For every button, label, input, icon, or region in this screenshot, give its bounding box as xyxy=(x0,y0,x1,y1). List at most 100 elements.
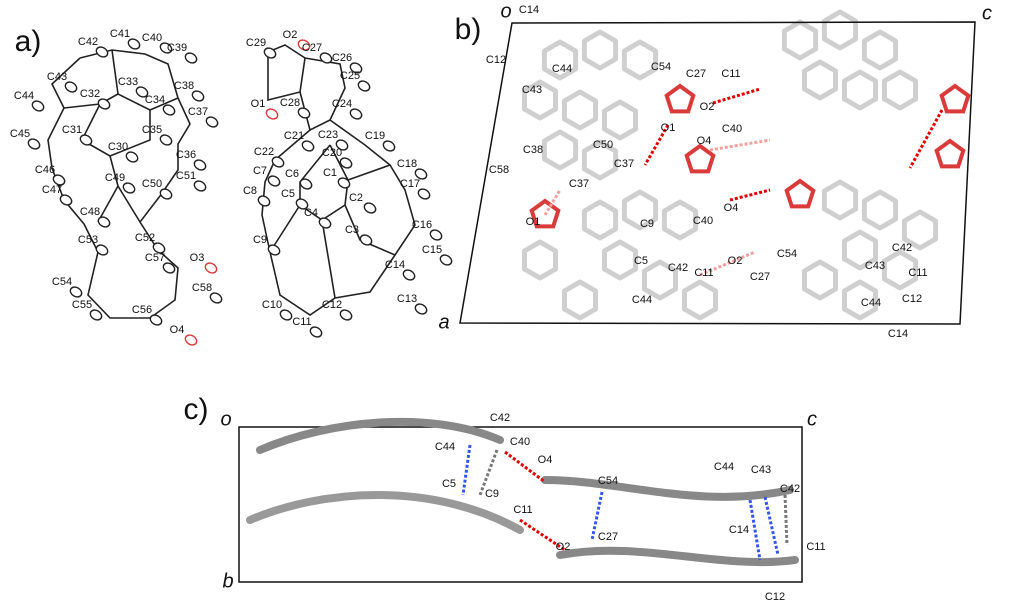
ring-stick xyxy=(681,279,719,321)
atom-label: C56 xyxy=(131,304,153,316)
carbon-atom-ellipsoid xyxy=(414,303,428,315)
atom-label: C36 xyxy=(175,149,197,161)
atom-label: C42 xyxy=(77,36,99,48)
atom-label: C14 xyxy=(518,4,540,16)
atom-label: C11 xyxy=(694,267,714,279)
atom-label: C57 xyxy=(144,252,166,264)
ring-stick xyxy=(881,69,919,111)
panel-b-label: b) xyxy=(454,13,482,46)
carbon-atom-ellipsoid xyxy=(69,286,83,298)
carbon-atom-ellipsoid xyxy=(414,168,428,180)
atom-label: C40 xyxy=(692,215,714,227)
atom-label: O3 xyxy=(189,252,205,264)
atom-label: C43 xyxy=(750,464,772,476)
hydrogen-bond-contact xyxy=(908,109,944,169)
atom-label: C46 xyxy=(34,164,56,176)
ring-stick xyxy=(581,29,619,71)
atom-label: C12 xyxy=(485,54,507,66)
atom-label: C15 xyxy=(421,244,443,256)
carbon-atom-ellipsoid xyxy=(309,326,323,338)
atom-label: C3 xyxy=(344,224,360,236)
carbon-atom-ellipsoid xyxy=(299,178,313,190)
atom-label: C54 xyxy=(597,475,619,487)
carbon-atom-ellipsoid xyxy=(297,107,311,119)
carbon-atom-ellipsoid xyxy=(122,182,136,194)
carbon-atom-ellipsoid xyxy=(267,244,281,256)
molecule-2-bonds-inner xyxy=(321,219,336,299)
atom-label: C58 xyxy=(488,164,510,176)
atom-label: C13 xyxy=(396,293,418,305)
carbon-atom-ellipsoid xyxy=(159,42,173,54)
carbon-atom-ellipsoid xyxy=(191,90,205,102)
unit-cell-outline-b xyxy=(459,21,976,325)
ring-stick xyxy=(581,139,619,181)
atom-label: O1 xyxy=(525,216,541,228)
carbon-atom-ellipsoid xyxy=(349,108,363,120)
carbon-atom-ellipsoid xyxy=(162,262,176,274)
atom-label: C24 xyxy=(331,98,353,110)
atom-label: C5 xyxy=(280,188,296,200)
atom-label: C2 xyxy=(348,192,364,204)
atom-label: C37 xyxy=(613,158,635,170)
molecule-1-bonds-inner xyxy=(97,185,119,223)
axis-b-c: b xyxy=(222,570,234,593)
carbon-atom-ellipsoid xyxy=(257,195,271,207)
ring-stick xyxy=(621,39,659,81)
atom-label: C27 xyxy=(749,271,771,283)
atom-label: C20 xyxy=(321,147,343,159)
carbon-atom-ellipsoid xyxy=(89,309,103,321)
atom-label: C44 xyxy=(860,297,882,309)
atom-label: C11 xyxy=(908,267,928,279)
ring-stick xyxy=(601,239,639,281)
molecule-2-bonds xyxy=(267,44,306,102)
carbon-atom-ellipsoid xyxy=(359,234,373,246)
atom-label: C10 xyxy=(261,299,283,311)
molecule-stack-top-left xyxy=(256,417,504,454)
dioxole-ring-stick xyxy=(784,178,816,209)
atom-label: C58 xyxy=(191,282,213,294)
carbon-atom-ellipsoid xyxy=(205,116,219,128)
pi-stacking-contact xyxy=(461,444,472,496)
atom-label: C53 xyxy=(77,234,99,246)
atom-label: O2 xyxy=(727,255,743,267)
ring-stick xyxy=(561,279,599,321)
atom-label: C49 xyxy=(104,172,126,184)
atom-label: C50 xyxy=(592,139,614,151)
carbon-atom-ellipsoid xyxy=(159,188,173,200)
pi-stacking-contact xyxy=(763,496,780,556)
oxygen-atom-ellipsoid xyxy=(184,334,198,346)
atom-label: C23 xyxy=(317,129,339,141)
weak-hydrogen-bond-contact xyxy=(709,138,771,152)
carbon-atom-ellipsoid xyxy=(52,174,66,186)
carbon-atom-ellipsoid xyxy=(335,139,349,151)
carbon-atom-ellipsoid xyxy=(97,216,111,228)
carbon-atom-ellipsoid xyxy=(152,242,166,254)
carbon-atom-ellipsoid xyxy=(339,157,353,169)
atom-label: O4 xyxy=(723,202,739,214)
atom-label: C27 xyxy=(685,68,707,80)
atom-label: C12 xyxy=(901,293,923,305)
atom-label: C12 xyxy=(321,299,343,311)
atom-label: C52 xyxy=(134,232,156,244)
atom-label: C32 xyxy=(79,88,101,100)
carbon-atom-ellipsoid xyxy=(363,202,377,214)
pi-stacking-contact xyxy=(590,491,604,541)
molecule-2-bonds-inner xyxy=(347,164,391,181)
atom-label: C54 xyxy=(776,248,798,260)
molecule-stack-top-right xyxy=(541,476,794,501)
pi-stacking-contact xyxy=(748,499,762,561)
carbon-atom-ellipsoid xyxy=(27,138,41,150)
axis-c-c: c xyxy=(807,408,817,431)
molecule-2-bonds-inner xyxy=(269,204,301,253)
atom-label: C9 xyxy=(639,218,655,230)
atom-label: O4 xyxy=(169,324,185,336)
atom-label: C42 xyxy=(891,242,913,254)
atom-label: C43 xyxy=(864,260,886,272)
hydrogen-bond-contact xyxy=(643,124,670,166)
atom-label: C48 xyxy=(79,206,101,218)
ring-stick xyxy=(821,179,859,221)
carbon-atom-ellipsoid xyxy=(162,104,176,116)
hydrogen-bond-contact xyxy=(712,87,761,105)
ring-stick xyxy=(821,9,859,51)
